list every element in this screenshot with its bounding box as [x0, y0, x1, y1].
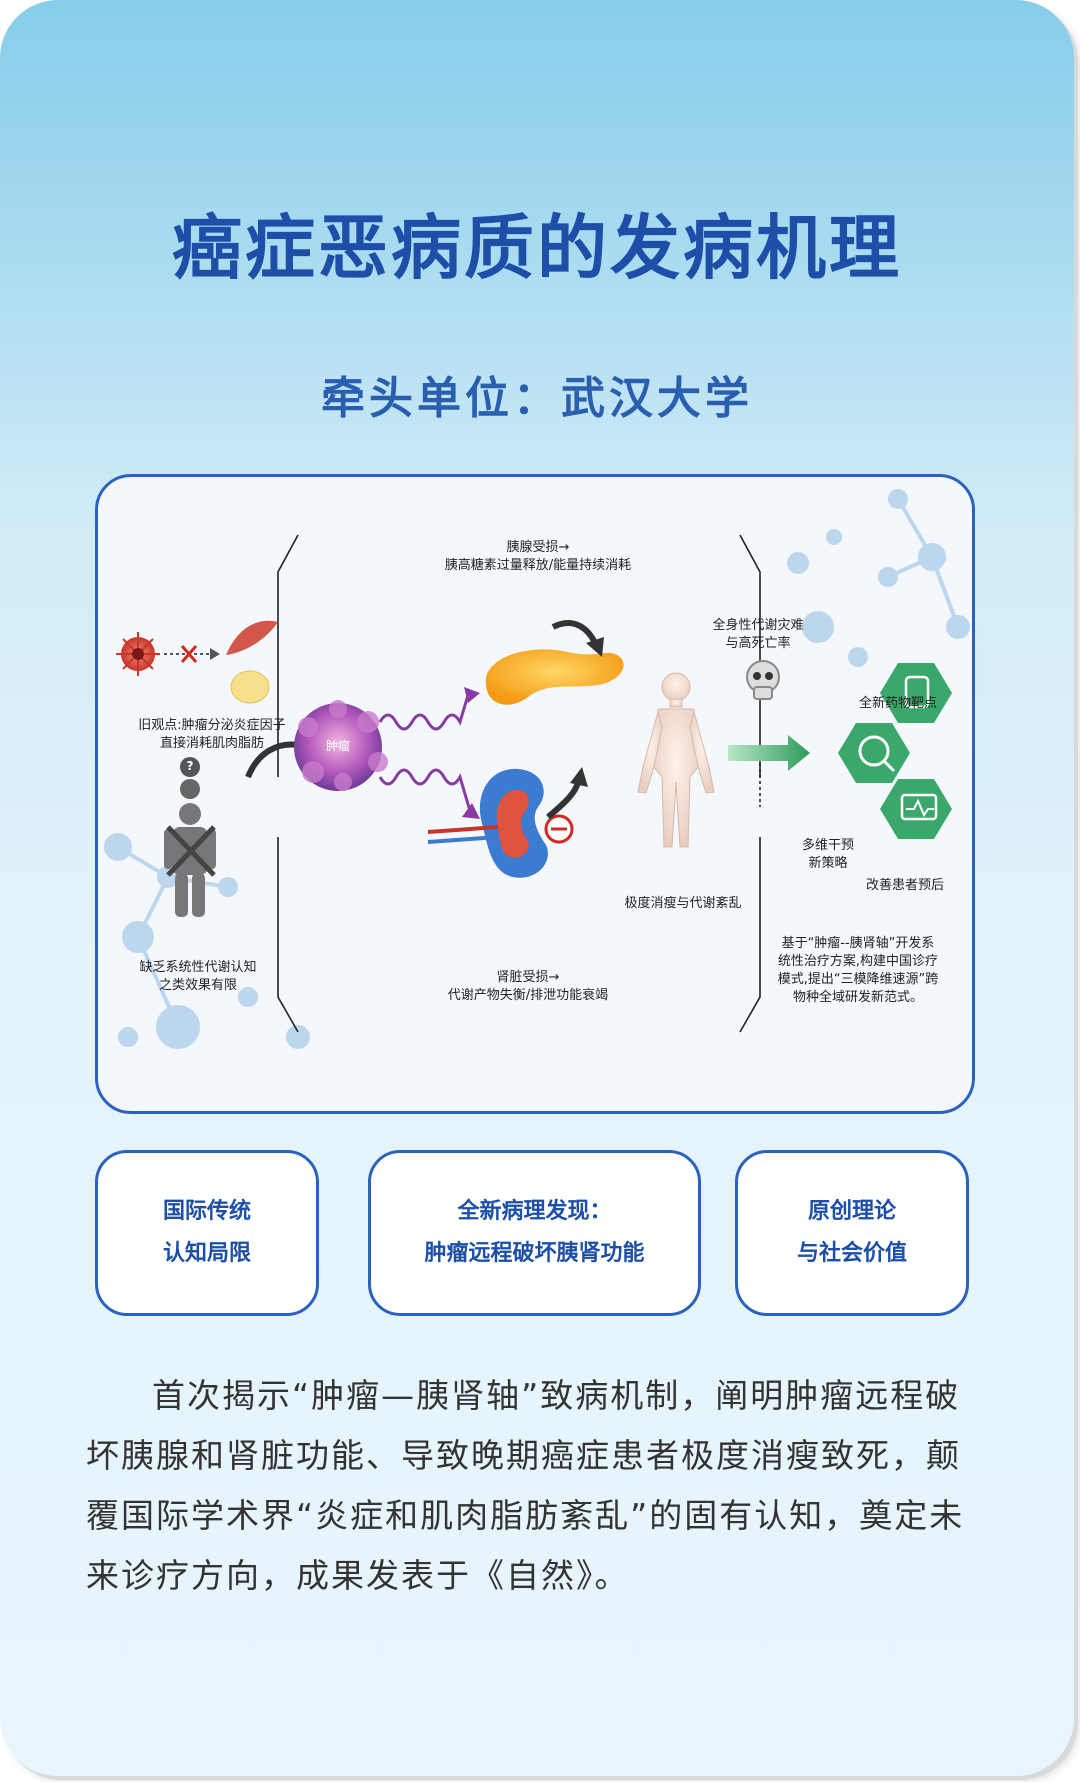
fat-icon — [230, 670, 270, 704]
kidney-icon — [427, 768, 574, 878]
question-circle-icon — [180, 757, 200, 777]
page-title: 癌症恶病质的发病机理 — [172, 207, 902, 289]
tumor-cell-icon — [116, 632, 160, 676]
box-line1: 国际传统 — [162, 1199, 251, 1224]
muscle-icon — [226, 620, 278, 655]
kidney-label: 肾脏受损→ 代谢产物失衡/排泄功能衰竭 — [447, 970, 609, 1003]
signal-to-kidney — [378, 768, 472, 812]
box-line2: 肿瘤远程破坏胰肾功能 — [424, 1241, 645, 1266]
signal-to-pancreas — [378, 694, 470, 731]
diagram-graphics — [104, 489, 970, 1049]
box-traditional-limits: 国际传统 认知局限 — [95, 1150, 319, 1316]
box-original-theory: 原创理论 与社会价值 — [735, 1150, 969, 1316]
hexagon-cluster — [838, 663, 952, 839]
box-new-discovery: 全新病理发现： 肿瘤远程破坏胰肾功能 — [368, 1150, 701, 1316]
page-subtitle: 牵头单位：武汉大学 — [321, 373, 753, 424]
box-line2: 与社会价值 — [796, 1241, 907, 1266]
bracket-lines — [277, 534, 761, 1033]
box-line1: 全新病理发现： — [457, 1199, 612, 1224]
box-line2: 认知局限 — [162, 1241, 251, 1266]
skull-icon — [746, 660, 780, 700]
blocked-arrow-icon — [164, 645, 220, 663]
summary-text: 首次揭示“肿瘤—胰肾轴”致病机制，阐明肿瘤远程破坏胰腺和肾脏功能、导致晚期癌症患… — [86, 1376, 965, 1595]
box-line1: 原创理论 — [807, 1199, 896, 1224]
wasting-label: 极度消瘦与代谢紊乱 — [624, 896, 742, 911]
molecule-decoration — [104, 489, 970, 1049]
pancreas-icon — [485, 649, 624, 705]
lack-view-label: 缺乏系统性代谢认知 之类效果有限 — [139, 960, 257, 993]
arrow-to-tumor — [245, 741, 299, 779]
tumor-label: 肿瘤 — [325, 739, 350, 753]
conclusion-label: 基于“肿瘤--胰肾轴”开发系 统性治疗方案,构建中国诊疗 模式,提出“三模降维速… — [777, 936, 939, 1005]
arrow-pancreas-to-body — [551, 620, 599, 647]
arrow-kidney-to-body — [546, 781, 581, 820]
summary-paragraph: 首次揭示“肿瘤—胰肾轴”致病机制，阐明肿瘤远程破坏胰腺和肾脏功能、导致晚期癌症患… — [86, 1366, 991, 1606]
multi-target-label: 多维干预 新策略 — [801, 838, 854, 871]
systemic-label: 全身性代谢灾难 与高死亡率 — [712, 618, 804, 651]
green-arrow-icon — [728, 735, 810, 771]
prognosis-label: 改善患者预后 — [865, 878, 944, 893]
new-target-label: 全新药物靶点 — [858, 696, 937, 711]
old-view-label: 旧观点:肿瘤分泌炎症因子 直接消耗肌肉脂肪 — [138, 718, 286, 751]
tumor-icon — [294, 700, 388, 791]
mechanism-diagram: 胰腺受损→ 胰高糖素过量释放/能量持续消耗 旧观点:肿瘤分泌炎症因子 直接消耗肌… — [95, 474, 975, 1114]
pancreas-label: 胰腺受损→ 胰高糖素过量释放/能量持续消耗 — [444, 540, 632, 573]
person-crossed-icon — [164, 779, 216, 917]
question-mark: ? — [186, 759, 194, 773]
human-body-icon — [637, 672, 715, 848]
